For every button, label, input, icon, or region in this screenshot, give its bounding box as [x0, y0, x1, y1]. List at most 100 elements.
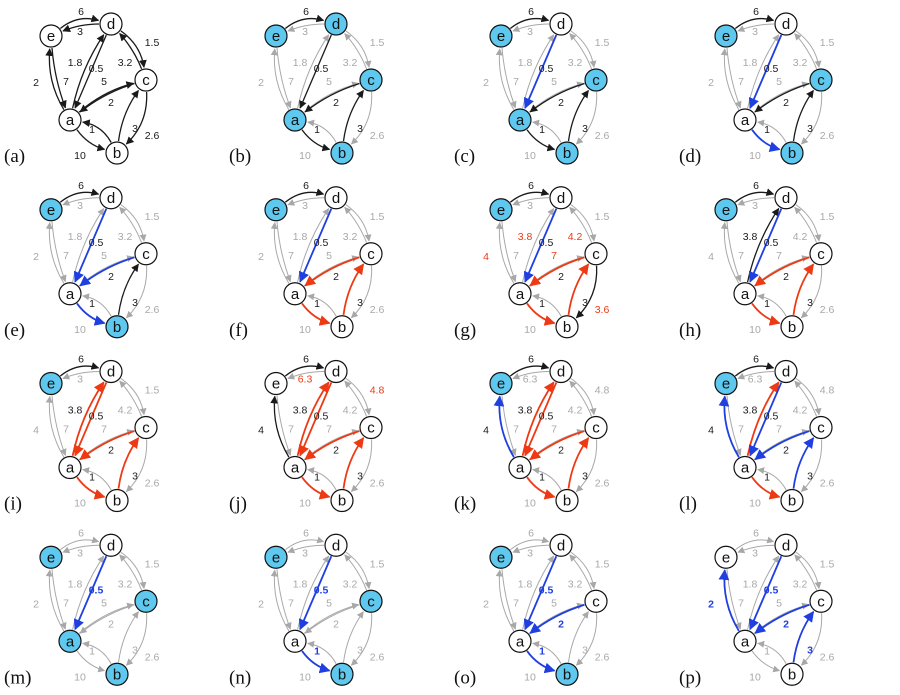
edge-c-b: [800, 91, 823, 145]
edge-label-a-c: 5: [101, 250, 107, 262]
edge-label-b-c: 3: [357, 644, 363, 656]
edge-c-d: [569, 554, 593, 591]
edge-label-d-a: 0.5: [89, 584, 104, 596]
node-label-d: d: [557, 364, 565, 381]
edge-label-d-e: 3: [77, 374, 83, 386]
node-label-b: b: [113, 319, 121, 336]
node-label-a: a: [741, 112, 750, 129]
edge-label-d-c: 1.5: [820, 211, 835, 223]
edge-label-d-a: 0.5: [539, 584, 554, 596]
edge-d-e: [512, 197, 550, 206]
edge-a-b: [301, 476, 331, 500]
node-c: [134, 242, 158, 266]
panel-label: (f): [229, 320, 248, 341]
edge-c-d: [569, 380, 593, 417]
node-e: [264, 198, 288, 222]
node-label-a: a: [66, 633, 75, 650]
edge-label-a-b: 1: [539, 298, 545, 310]
node-label-c: c: [142, 593, 150, 610]
edge-c-d: [344, 554, 368, 591]
edge-e-a: [726, 47, 742, 109]
edge-label-d-e: 3: [302, 26, 308, 38]
edge-label-a-d: 3.8: [68, 405, 83, 417]
node-label-b: b: [788, 319, 796, 336]
node-b: [555, 662, 579, 686]
node-label-d: d: [557, 537, 565, 554]
node-label-e: e: [722, 376, 730, 393]
node-label-e: e: [722, 549, 730, 566]
edge-b-c: [117, 89, 139, 142]
edge-b-a: [757, 119, 787, 143]
node-c: [584, 68, 608, 92]
edge-b-c: [342, 437, 365, 489]
edge-c-a: [79, 430, 135, 461]
edge-c-a: [79, 82, 135, 113]
edge-c-b: [575, 613, 598, 666]
edge-e-a: [501, 221, 517, 283]
node-d: [549, 533, 573, 557]
node-label-b: b: [788, 145, 796, 162]
edge-label-d-c: 1.5: [370, 211, 385, 223]
edge-c-a: [754, 430, 810, 461]
edge-label-b-a: 10: [749, 671, 761, 683]
node-label-e: e: [47, 28, 55, 45]
node-label-b: b: [338, 493, 346, 510]
edge-d-a: [298, 555, 333, 631]
node-label-c: c: [142, 246, 150, 263]
edge-label-c-b: 2.6: [820, 130, 835, 142]
node-label-d: d: [782, 364, 790, 381]
node-b: [330, 141, 354, 165]
edge-label-a-b: 1: [764, 645, 770, 657]
node-b: [780, 315, 804, 339]
edge-label-c-d: 3.2: [793, 578, 808, 590]
edge-label-a-b: 1: [539, 645, 545, 657]
node-label-e: e: [722, 28, 730, 45]
edge-label-b-a: 10: [524, 498, 536, 510]
node-a: [283, 108, 307, 132]
edge-label-d-a: 0.5: [764, 63, 779, 75]
node-b: [555, 141, 579, 165]
edge-label-c-d: 4.2: [568, 231, 583, 243]
edge-b-c: [343, 611, 364, 663]
node-label-b: b: [563, 145, 571, 162]
edge-label-c-a: 2: [108, 618, 114, 630]
edge-label-d-e: 3: [527, 200, 533, 212]
node-label-b: b: [338, 666, 346, 683]
node-label-b: b: [113, 666, 121, 683]
edge-label-a-d: 1.8: [518, 57, 533, 69]
edge-c-b: [350, 439, 373, 492]
node-e: [264, 24, 288, 48]
edge-label-b-c: 3: [807, 644, 813, 656]
edge-a-b: [751, 302, 781, 326]
edge-label-e-d: 6: [753, 527, 759, 539]
edge-label-c-a: 2: [783, 97, 789, 109]
node-a: [508, 108, 532, 132]
edge-label-d-e: 3: [302, 547, 308, 559]
node-label-b: b: [338, 319, 346, 336]
node-a: [283, 282, 307, 306]
panel-label: (c): [454, 146, 475, 167]
edge-c-d: [119, 206, 143, 243]
edge-label-a-e: 2: [708, 598, 714, 610]
edge-d-e: [737, 197, 775, 206]
edge-label-a-d: 3.8: [743, 231, 758, 243]
panel-label: (m): [4, 667, 31, 688]
edge-label-e-d: 6: [753, 354, 759, 366]
node-c: [584, 589, 608, 613]
edge-label-c-b: 2.6: [370, 304, 385, 316]
node-e: [39, 198, 63, 222]
edge-label-c-a: 2: [333, 97, 339, 109]
edge-c-b: [800, 439, 823, 492]
node-label-d: d: [332, 537, 340, 554]
node-c: [359, 242, 383, 266]
panel-label: (a): [4, 146, 25, 167]
edge-e-a: [276, 221, 292, 283]
edge-label-d-a: 0.5: [89, 237, 104, 249]
node-label-e: e: [272, 376, 280, 393]
edge-label-c-a: 2: [108, 97, 114, 109]
